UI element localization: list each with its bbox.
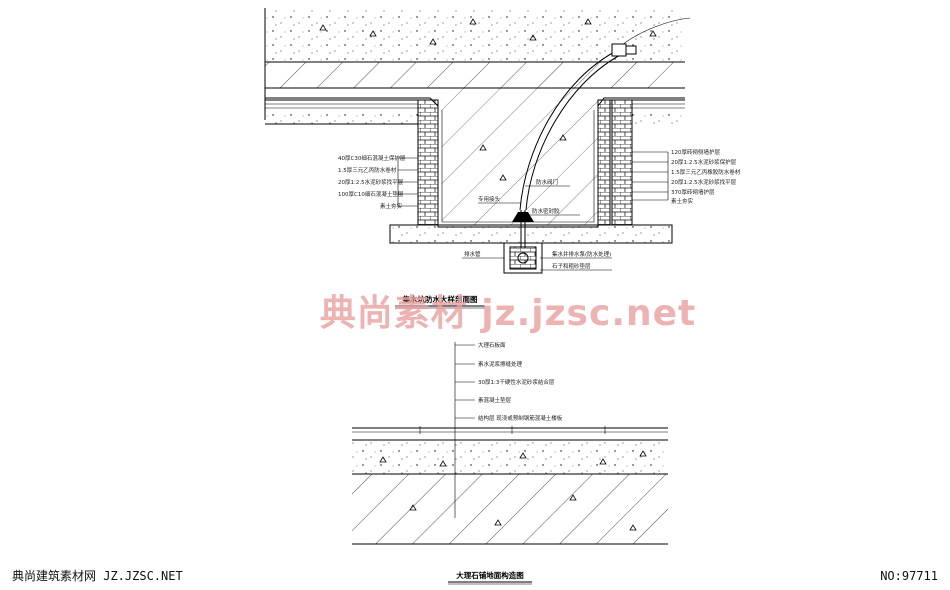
right-label-4: 20厚1:2.5水泥砂浆找平层 (671, 178, 737, 186)
right-label-1: 120厚砖砌侧墙护层 (671, 148, 720, 156)
left-label-4: 100厚C10细石混凝土垫层 (338, 190, 404, 198)
base-slab (389, 224, 673, 244)
floor-label-2: 素水泥浆擦缝处理 (478, 360, 523, 368)
label-drain-pipe: 排水管 (464, 250, 481, 258)
floor-label-1: 大理石板面 (478, 341, 506, 349)
fill-layer (265, 62, 685, 88)
right-label-5: 370厚砖砌墙护层 (671, 188, 715, 196)
right-label-6: 素土夯实 (671, 197, 694, 205)
detail-1-title: 集水坑防水大样剖面图 (402, 294, 478, 304)
label-base: 石子和粗砂垫层 (552, 262, 591, 270)
left-label-2: 1.5厚三元乙丙防水卷材 (338, 166, 397, 174)
footer-left: 典尚建筑素材网 JZ.JZSC.NET (12, 568, 183, 583)
right-leaders (632, 151, 669, 201)
right-label-3: 1.5厚三元乙丙橡胶防水卷材 (671, 168, 741, 176)
right-brick-wall (597, 99, 611, 226)
floor-label-4: 素混凝土垫层 (478, 396, 512, 404)
label-seal: 防水密封胶 (532, 207, 560, 215)
footer-right: NO:97711 (880, 569, 938, 583)
label-pipe-joint: 专用接头 (478, 195, 501, 203)
sump-detail: 40厚C30细石混凝土保护层 1.5厚三元乙丙防水卷材 20厚1:2.5水泥砂浆… (264, 8, 741, 309)
left-brick-wall (417, 99, 439, 226)
label-sump: 集水井排水泵(防水处理) (552, 250, 611, 258)
left-label-5: 素土夯实 (380, 202, 403, 210)
label-valve: 防水阀门 (536, 178, 558, 186)
left-label-1: 40厚C30细石混凝土保护层 (338, 154, 406, 162)
marble-floor-detail: 大理石板面 素水泥浆擦缝处理 30厚1:3干硬性水泥砂浆结合层 素混凝土垫层 结… (352, 341, 668, 585)
left-label-3: 20厚1:2.5水泥砂浆找平层 (338, 178, 404, 186)
watermark: 典尚素材 jz.jzsc.net (320, 293, 697, 334)
right-label-2: 20厚1:2.5水泥砂浆保护层 (671, 158, 737, 166)
floor-label-3: 30厚1:3干硬性水泥砂浆结合层 (478, 378, 555, 386)
aggregate-marks (319, 18, 657, 181)
detail-2-title: 大理石铺地面构造图 (456, 570, 524, 580)
structural-slab (352, 474, 668, 544)
floor-label-5: 结构层 现浇或预制钢筋混凝土楼板 (478, 414, 563, 422)
left-leaders (397, 157, 418, 207)
